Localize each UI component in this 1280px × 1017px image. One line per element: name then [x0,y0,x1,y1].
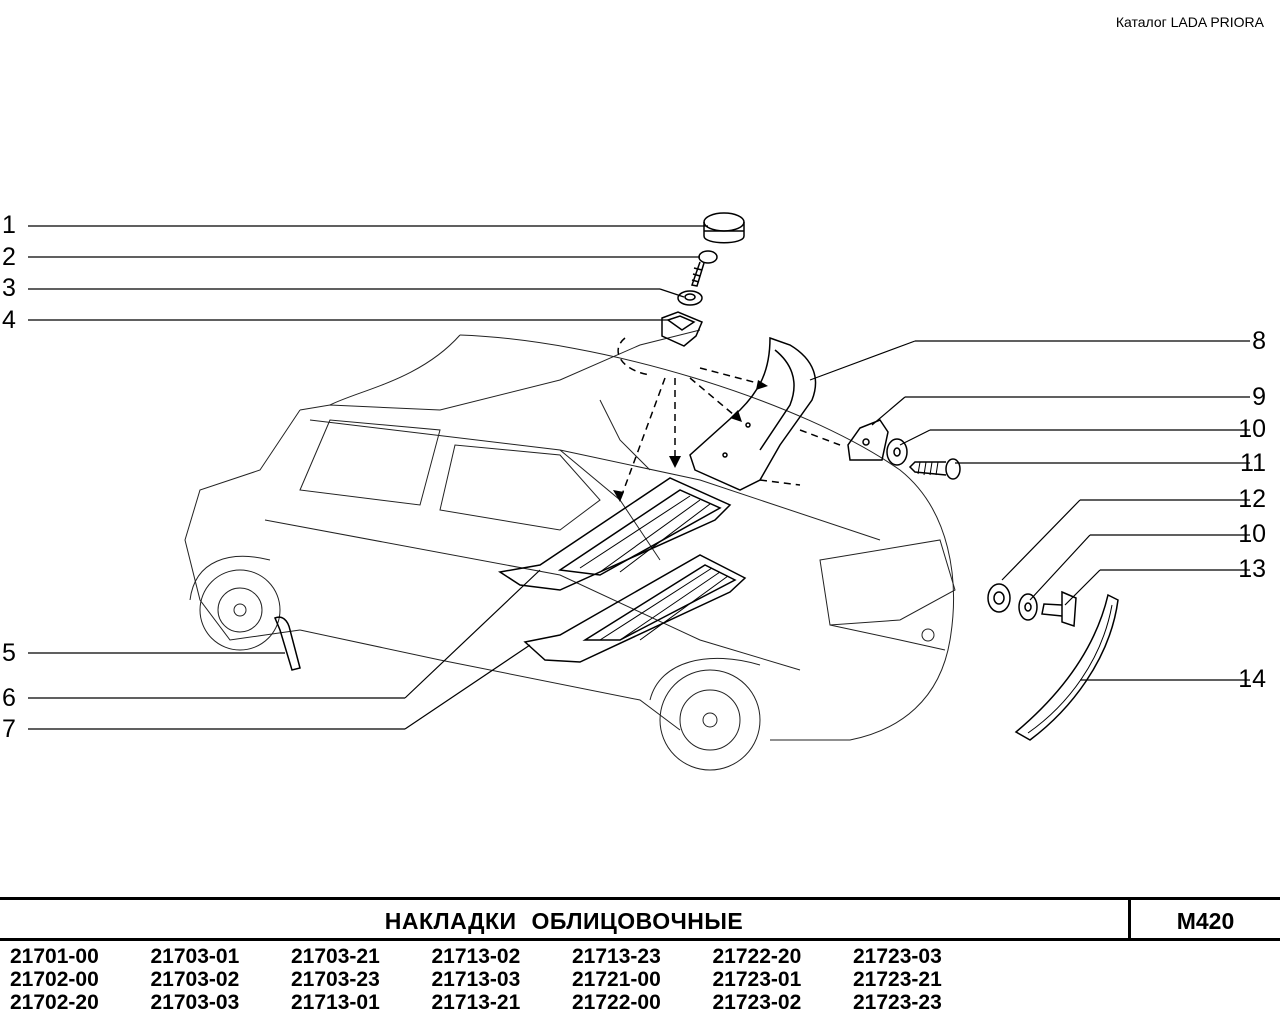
callout-14: 14 [1238,665,1266,693]
model-number: 21702-00 [10,968,99,991]
model-number: 21703-03 [150,991,240,1014]
page-title: НАКЛАДКИ ОБЛИЦОВОЧНЫЕ [384,908,744,934]
part-2-screw [691,250,718,287]
callout-5: 5 [2,639,16,667]
callout-9: 9 [1252,383,1266,411]
car-outline [184,329,956,771]
model-number: 21713-23 [572,945,661,968]
model-number: 21723-03 [853,945,942,968]
callout-13: 13 [1238,555,1266,583]
leader-lines-left [28,225,708,730]
part-4-clip [661,311,703,347]
model-number: 21703-21 [291,945,380,968]
model-number: 21713-21 [431,991,521,1014]
model-number: 21722-20 [712,945,802,968]
callout-12: 12 [1238,485,1266,513]
callout-4: 4 [2,306,16,334]
model-number: 21713-03 [431,968,521,991]
part-11-screw [908,458,961,480]
model-number: 21723-23 [853,991,942,1014]
catalog-label: Каталог LADA PRIORA [1115,14,1264,30]
model-list: 21701-00 21703-01 21703-21 21713-02 21713-23… [10,945,1010,1014]
callout-1: 1 [2,211,16,239]
part-10-washer-2 [1018,593,1038,621]
model-number: 21703-23 [291,968,380,991]
model-number: 21703-02 [150,968,240,991]
section-code: M420 [1176,908,1235,934]
model-number: 21713-02 [431,945,521,968]
leader-lines-right [809,340,1250,681]
callout-10-second: 10 [1238,520,1266,548]
parts-diagram [28,212,1250,771]
arrow-heads [613,380,768,502]
callout-2: 2 [2,243,16,271]
part-3-nut [677,290,703,306]
part-1-cap [703,212,745,244]
part-8-panel [689,336,817,491]
part-7-grille [523,554,747,663]
model-number: 21703-01 [150,945,240,968]
callout-10: 10 [1238,415,1266,443]
part-6-grille [497,477,732,591]
model-number: 21722-00 [572,991,661,1014]
assembly-arrows [617,337,841,501]
model-number: 21721-00 [572,968,661,991]
callout-7: 7 [2,715,16,743]
title-separator [1128,897,1131,941]
callout-6: 6 [2,684,16,712]
part-13-bolt [1041,590,1077,628]
model-number: 21723-21 [853,968,942,991]
part-5-strip [274,616,301,671]
title-bar: НАКЛАДКИ ОБЛИЦОВОЧНЫЕ M420 [0,897,1280,941]
model-number: 21723-01 [712,968,802,991]
part-9-bracket [847,419,889,461]
model-number: 21723-02 [712,991,802,1014]
part-14-moulding [1014,593,1119,741]
callout-3: 3 [2,274,16,302]
model-number: 21701-00 [10,945,99,968]
part-10-washer [886,438,908,466]
model-number: 21713-01 [291,991,380,1014]
part-12-nut [987,583,1011,613]
callout-11: 11 [1240,449,1266,477]
callout-8: 8 [1252,327,1266,355]
model-number: 21702-20 [10,991,99,1014]
